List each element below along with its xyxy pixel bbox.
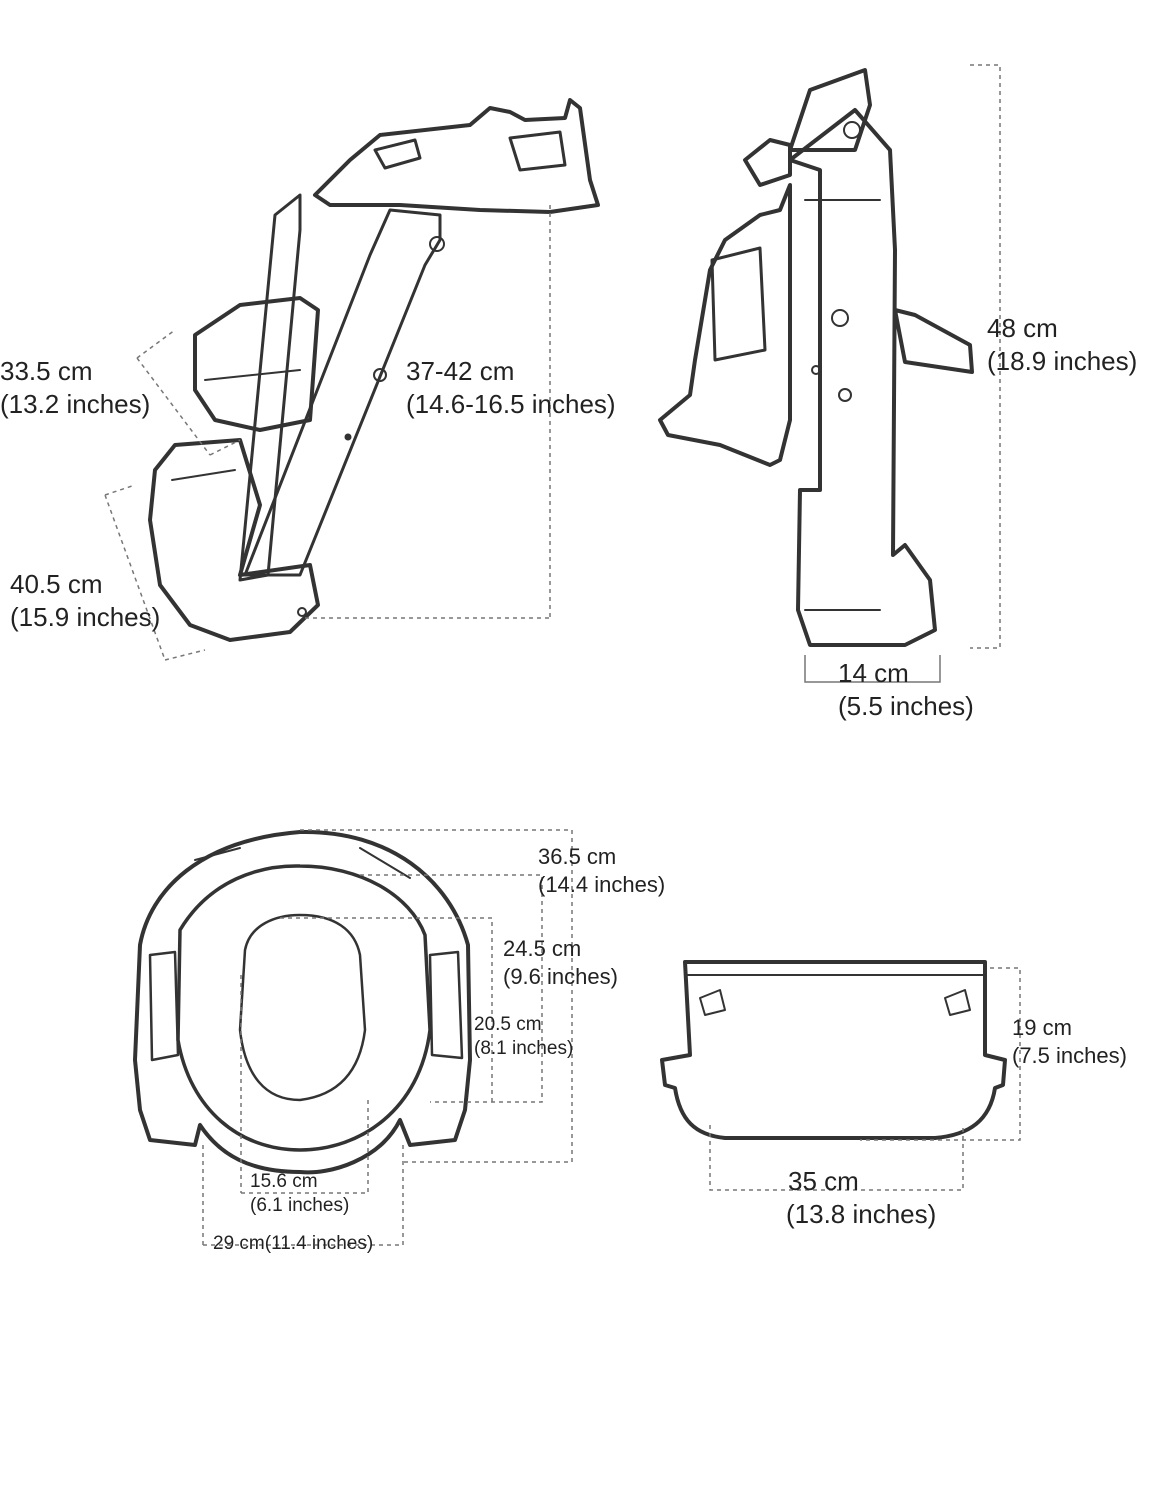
front-view-dimension-lines xyxy=(804,64,1001,683)
hole-length-inches: (8.1 inches) xyxy=(474,1037,574,1059)
outer-length-label: 36.5 cm (14.4 inches) xyxy=(538,843,665,898)
top-view-dimension-lines xyxy=(202,829,573,1246)
step-view-illustration xyxy=(660,960,1007,1140)
outer-length-cm: 36.5 cm xyxy=(538,844,617,869)
total-height-cm: 48 cm xyxy=(987,313,1058,343)
total-height-inches: (18.9 inches) xyxy=(987,345,1138,376)
seat-width-label: 29 cm(11.4 inches) xyxy=(213,1233,374,1254)
total-height-label: 48 cm (18.9 inches) xyxy=(987,312,1137,377)
base-width-inches: (5.5 inches) xyxy=(838,690,974,721)
step-height-inches: (7.5 inches) xyxy=(1012,1042,1127,1068)
ladder-height-label: 37-42 cm (14.6-16.5 inches) xyxy=(406,355,616,420)
step-height-cm: 19 cm xyxy=(1012,1015,1072,1040)
ladder-height-inches: (14.6-16.5 inches) xyxy=(406,388,616,419)
inner-length-cm: 24.5 cm xyxy=(503,936,582,961)
hole-width-cm: 15.6 cm xyxy=(250,1171,318,1192)
step-height-label: 19 cm (7.5 inches) xyxy=(1012,1014,1127,1069)
inner-length-inches: (9.6 inches) xyxy=(503,963,618,989)
seat-depth-inches: (13.2 inches) xyxy=(0,388,151,419)
base-width-label: 14 cm (5.5 inches) xyxy=(838,657,974,722)
base-width-cm: 14 cm xyxy=(838,658,909,688)
hole-length-label: 20.5 cm (8.1 inches) xyxy=(474,1013,573,1061)
step-width-cm: 35 cm xyxy=(788,1166,859,1196)
step-width-inches: (13.8 inches) xyxy=(786,1198,937,1229)
outer-length-inches: (14.4 inches) xyxy=(538,871,666,897)
hole-width-inches: (6.1 inches) xyxy=(250,1194,350,1216)
step-width-label: 35 cm (13.8 inches) xyxy=(786,1165,936,1230)
seat-depth-label: 33.5 cm (13.2 inches) xyxy=(0,355,150,420)
front-view-illustration xyxy=(658,68,974,647)
base-length-label: 40.5 cm (15.9 inches) xyxy=(10,568,160,633)
hole-length-cm: 20.5 cm xyxy=(474,1014,542,1035)
base-length-inches: (15.9 inches) xyxy=(10,601,161,632)
top-view-illustration xyxy=(133,829,472,1175)
base-length-cm: 40.5 cm xyxy=(10,569,103,599)
hole-width-label: 15.6 cm (6.1 inches) xyxy=(250,1170,349,1218)
seat-depth-cm: 33.5 cm xyxy=(0,356,93,386)
side-view-illustration xyxy=(148,98,600,642)
inner-length-label: 24.5 cm (9.6 inches) xyxy=(503,935,618,990)
side-view-dimension-lines xyxy=(104,205,551,661)
step-view-dimension-lines xyxy=(709,967,1021,1191)
ladder-height-cm: 37-42 cm xyxy=(406,356,515,386)
